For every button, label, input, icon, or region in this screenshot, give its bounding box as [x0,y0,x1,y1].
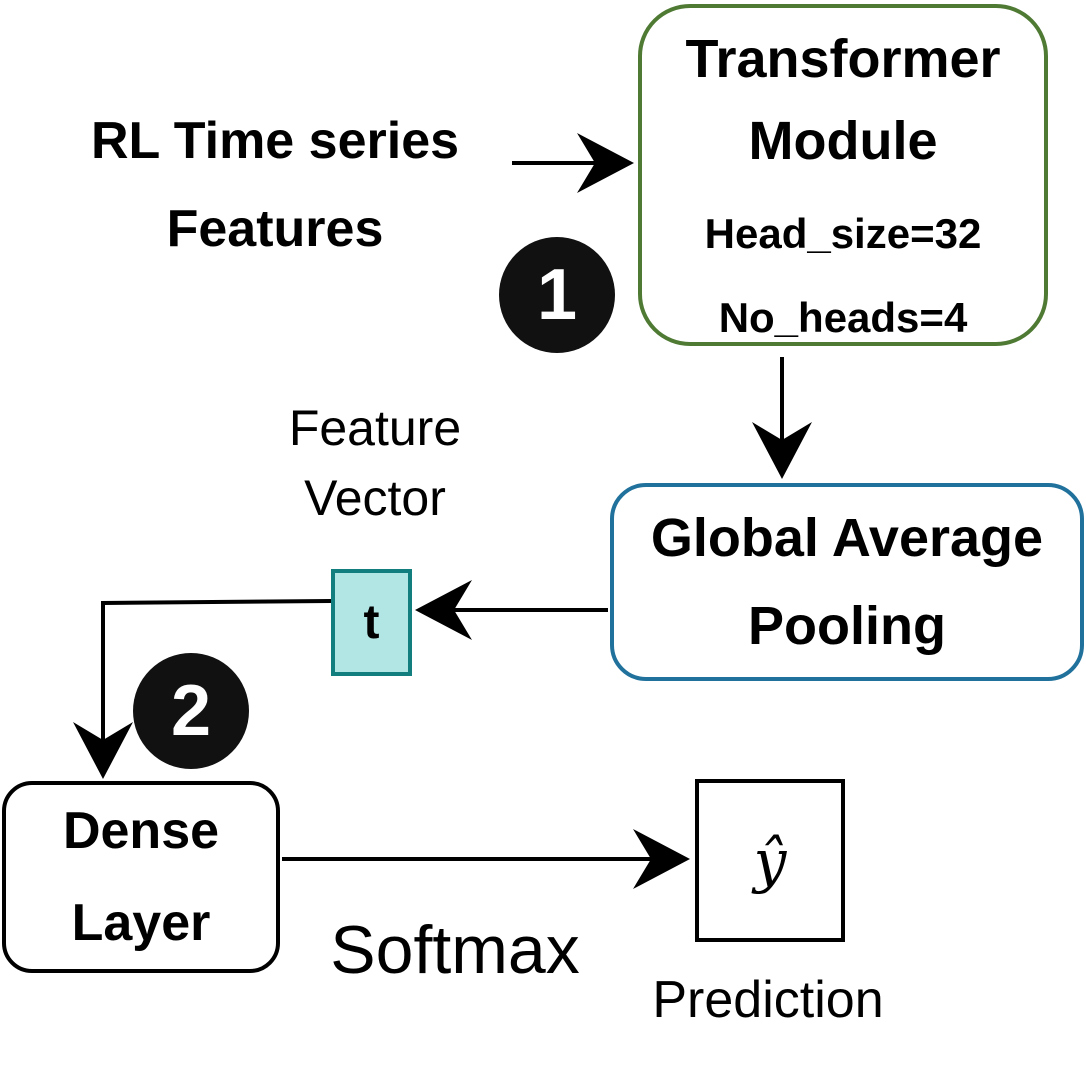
transformer-module-box [638,4,1048,346]
arrow-feature-vector-to-dense [73,599,332,779]
feature-vector-token: t [331,569,412,676]
global-average-pooling-box: Global Average Pooling [610,483,1084,681]
dense-line2: Layer [71,894,211,952]
arrow-dense-to-prediction [282,829,690,889]
prediction-label: Prediction [652,971,884,1029]
step-1-badge: 1 [499,237,615,353]
num-heads-param: No_heads=4 [718,294,968,341]
feature-vector-line1: Feature [288,400,462,456]
dense-line1: Dense [62,802,220,860]
input-features-label: RL Time series Features [30,100,520,270]
transformer-title-line2: Module [748,111,938,171]
prediction-output-box: ŷ [695,779,845,942]
transformer-title-line1: Transformer [685,29,1001,89]
pooling-line2: Pooling [748,596,946,656]
prediction-symbol: ŷ [753,826,787,895]
arrow-transformer-to-pooling [752,357,812,479]
head-size-param: Head_size=32 [704,210,982,257]
pooling-line1: Global Average [650,508,1044,568]
arrow-pooling-to-feature-vector [415,580,608,640]
arrow-input-to-transformer [512,133,634,193]
transformer-module-title: Transformer Module [642,18,1044,182]
step-2-badge: 2 [133,653,249,769]
feature-vector-line2: Vector [304,470,446,526]
input-features-line2: Features [166,200,384,258]
feature-vector-label: Feature Vector [240,393,510,533]
input-features-line1: RL Time series [90,112,460,170]
softmax-label: Softmax [330,912,580,988]
dense-layer-box: Dense Layer [2,781,280,973]
